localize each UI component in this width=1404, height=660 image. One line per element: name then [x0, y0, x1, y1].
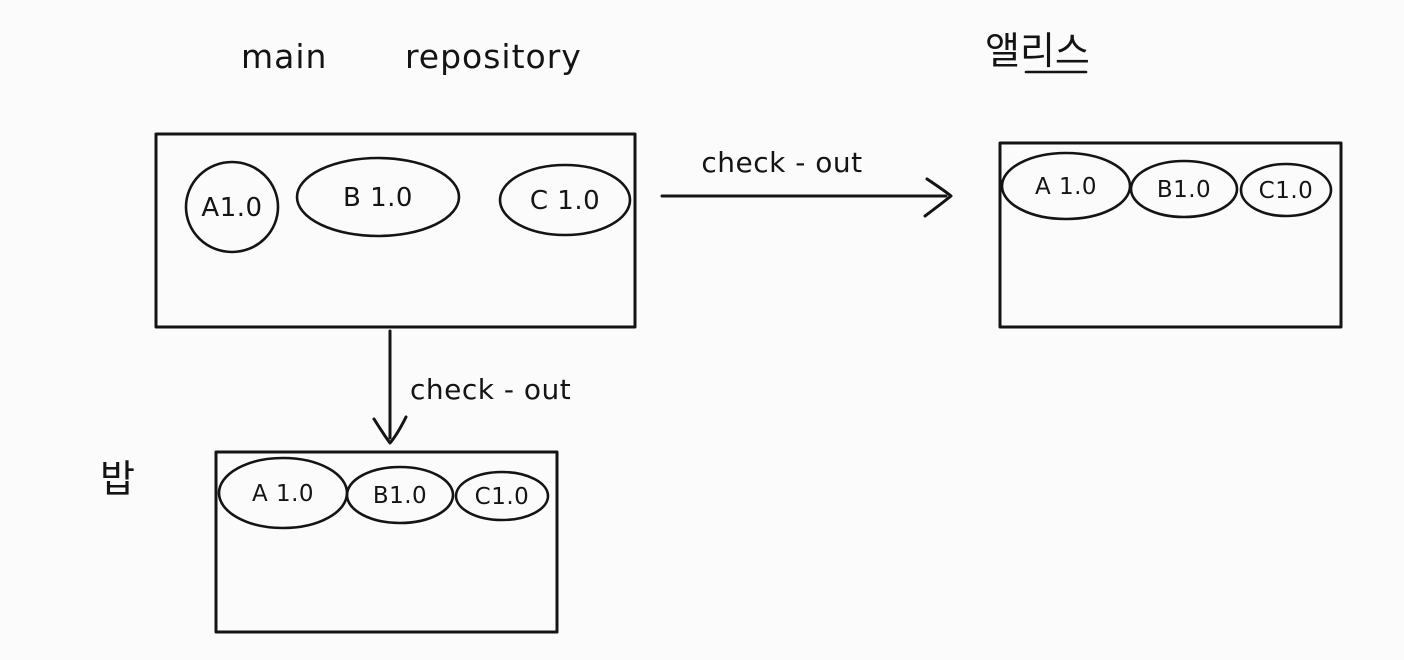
- package-b-node: B 1.0: [295, 156, 461, 238]
- checkout-arrow-to-bob-label: check - out: [410, 373, 571, 406]
- bob-package-b-node: B1.0: [345, 465, 455, 525]
- package-a-ellipse: [184, 160, 280, 254]
- alice-label: 앨리스: [985, 29, 1090, 73]
- main-repository-box: A1.0 B 1.0 C 1.0: [154, 132, 637, 329]
- checkout-arrow-to-bob-head: [372, 415, 408, 445]
- bob-package-a-node: A 1.0: [217, 456, 349, 530]
- bob-workspace-box: A 1.0 B1.0 C1.0: [214, 450, 559, 634]
- package-b-ellipse: [295, 156, 461, 238]
- alice-label-group: 앨리스: [985, 29, 1090, 74]
- checkout-arrow-to-bob: check - out: [372, 329, 571, 445]
- checkout-arrow-to-alice-head: [923, 177, 953, 218]
- bob-package-c-node: C1.0: [454, 470, 550, 522]
- bob-package-c-ellipse: [454, 470, 550, 522]
- alice-workspace-rect: [998, 141, 1343, 329]
- package-a-label: A1.0: [201, 193, 262, 223]
- checkout-arrow-to-alice-label: check - out: [701, 146, 862, 179]
- main-repository-title: main repository: [241, 37, 582, 76]
- bob-package-b-ellipse: [345, 465, 455, 525]
- package-c-ellipse: [498, 163, 632, 237]
- bob-label: 밥: [100, 457, 135, 501]
- alice-package-c-ellipse: [1239, 162, 1333, 218]
- bob-package-b-label: B1.0: [373, 483, 427, 509]
- checkout-arrow-to-alice: check - out: [660, 146, 953, 218]
- alice-workspace-box: A 1.0 B1.0 C1.0: [998, 141, 1343, 329]
- alice-package-a-label: A 1.0: [1035, 174, 1097, 200]
- package-b-label: B 1.0: [343, 183, 413, 213]
- bob-workspace-rect: [214, 450, 559, 634]
- alice-package-c-node: C1.0: [1239, 162, 1333, 218]
- bob-package-a-label: A 1.0: [252, 481, 314, 507]
- bob-package-c-label: C1.0: [475, 484, 530, 510]
- alice-package-b-label: B1.0: [1157, 177, 1211, 203]
- alice-package-b-ellipse: [1129, 159, 1239, 219]
- alice-package-a-node: A 1.0: [1000, 151, 1132, 221]
- package-c-label: C 1.0: [530, 186, 600, 216]
- package-a-node: A1.0: [184, 160, 280, 254]
- alice-package-c-label: C1.0: [1259, 178, 1314, 204]
- alice-package-b-node: B1.0: [1129, 159, 1239, 219]
- main-repository-rect: [154, 132, 637, 329]
- package-c-node: C 1.0: [498, 163, 632, 237]
